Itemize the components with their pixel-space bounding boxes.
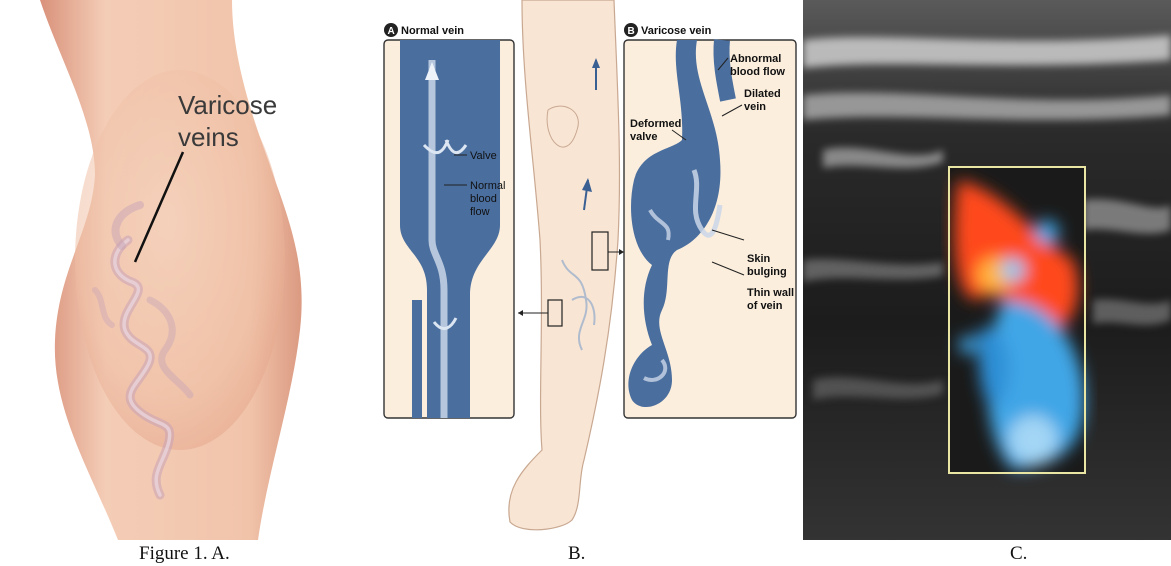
doppler-ultrasound-image xyxy=(803,0,1171,540)
inset-normal-vein: Valve Normal blood flow xyxy=(384,40,514,418)
label-abnormal-flow-1: Abnormal xyxy=(730,53,781,65)
panel-vein-diagram: Valve Normal blood flow A Normal vein Ab… xyxy=(372,0,803,540)
caption-figure-b: B. xyxy=(568,543,585,565)
title-varicose-vein: Varicose vein xyxy=(641,25,712,37)
svg-text:A: A xyxy=(388,26,395,37)
label-deformed-2: valve xyxy=(630,131,658,143)
label-thin-wall-2: of vein xyxy=(747,300,783,312)
svg-text:B: B xyxy=(628,26,635,37)
label-dilated-2: vein xyxy=(744,101,766,113)
label-normal-flow-3: flow xyxy=(470,206,490,218)
leg-illustration: Varicose veins xyxy=(0,0,372,540)
label-skin-2: bulging xyxy=(747,266,787,278)
label-thin-wall-1: Thin wall xyxy=(747,287,794,299)
varicose-veins-label-line-1: Varicose xyxy=(178,90,277,120)
varicose-veins-label-line-2: veins xyxy=(178,122,239,152)
title-normal-vein: Normal vein xyxy=(401,25,464,37)
doppler-color-box xyxy=(949,167,1085,473)
panel-doppler-ultrasound xyxy=(803,0,1171,540)
caption-figure-a: Figure 1. A. xyxy=(139,543,230,565)
label-abnormal-flow-2: blood flow xyxy=(730,66,785,78)
label-valve: Valve xyxy=(470,150,497,162)
inset-varicose-vein: Abnormal blood flow Dilated vein Deforme… xyxy=(624,40,796,418)
label-deformed-1: Deformed xyxy=(630,118,681,130)
caption-figure-c: C. xyxy=(1010,543,1027,565)
label-skin-1: Skin xyxy=(747,253,771,265)
label-dilated-1: Dilated xyxy=(744,88,781,100)
label-normal-flow-1: Normal xyxy=(470,180,505,192)
panel-leg-illustration: Varicose veins xyxy=(0,0,372,540)
label-normal-flow-2: blood xyxy=(470,193,497,205)
vein-diagram: Valve Normal blood flow A Normal vein Ab… xyxy=(372,0,803,540)
